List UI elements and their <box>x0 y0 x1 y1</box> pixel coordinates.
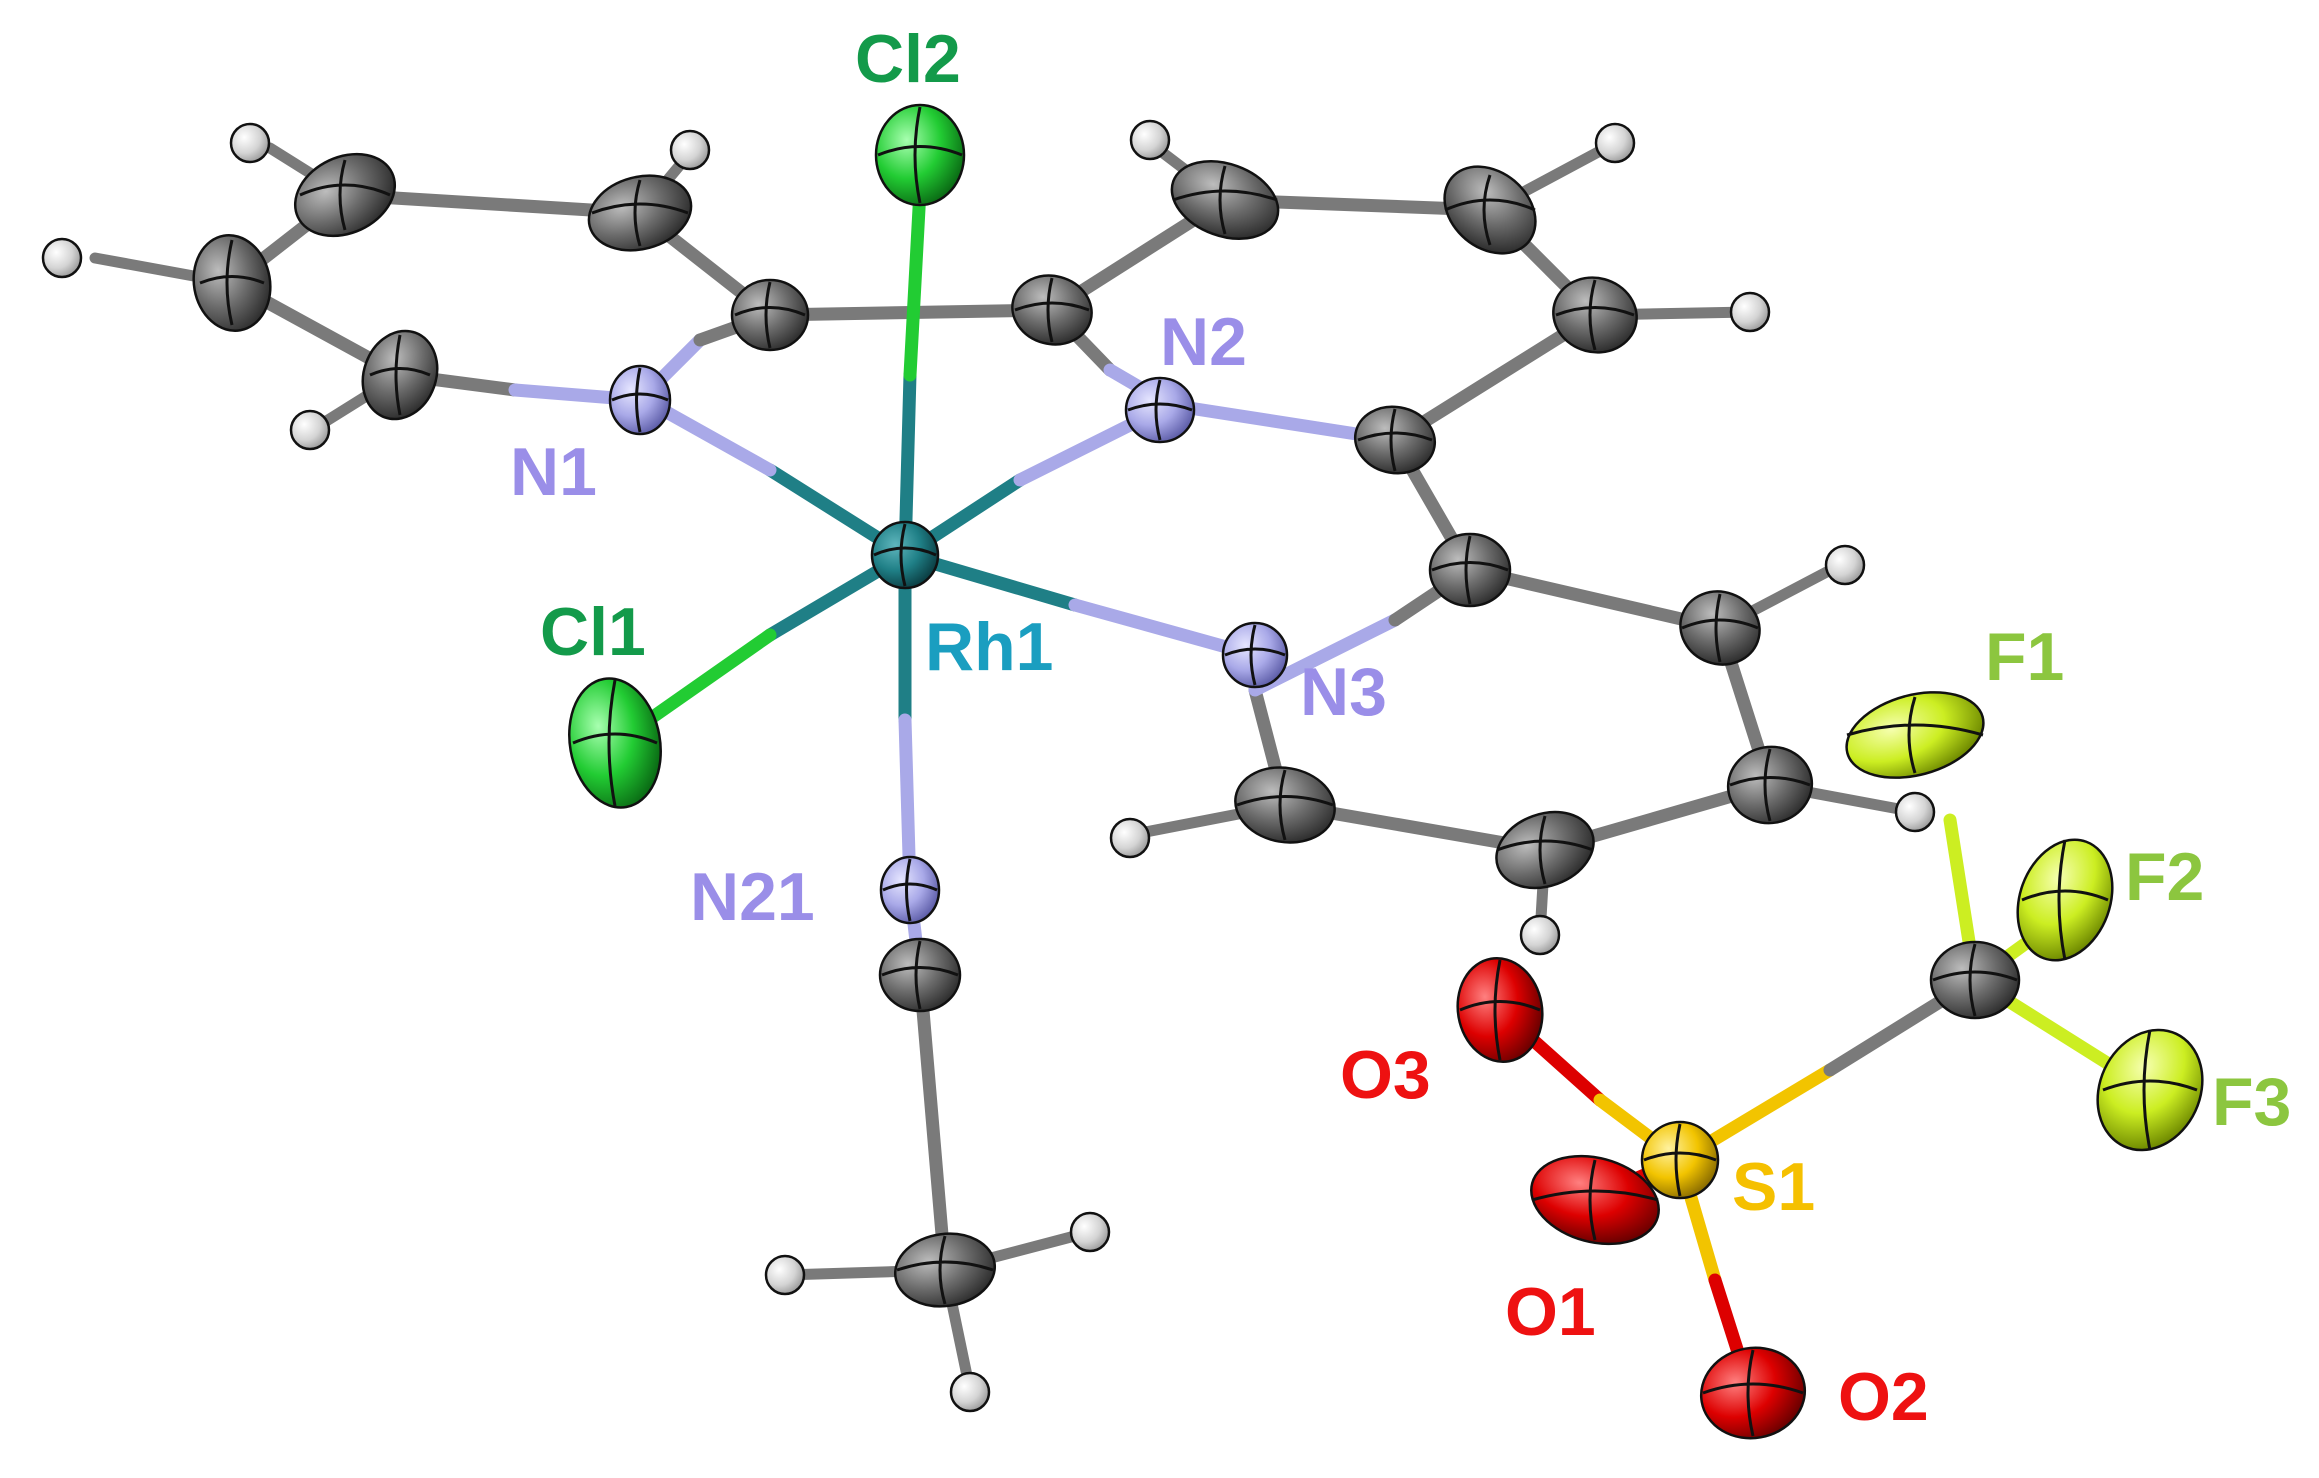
bond <box>1463 563 1727 635</box>
atom-hydrogen <box>949 1371 991 1413</box>
label-n2: N2 <box>1160 304 1247 380</box>
atom-hydrogen <box>289 409 331 451</box>
atom-labels: Cl2 N1 N2 Cl1 Rh1 N3 N21 F1 F2 F3 O3 S1 … <box>510 21 2291 1435</box>
atom-carbon <box>1353 405 1437 475</box>
atom-oxygen <box>1699 1346 1807 1440</box>
label-s1: S1 <box>1732 1149 1815 1225</box>
atom-carbon <box>1428 532 1512 608</box>
label-rh1: Rh1 <box>925 609 1053 685</box>
atom-nitrogen <box>879 855 941 925</box>
atom-hydrogen <box>1894 791 1936 833</box>
atom-carbon <box>1679 590 1761 666</box>
atom-carbon <box>293 152 397 238</box>
label-f1: F1 <box>1985 619 2064 695</box>
label-n3: N3 <box>1300 654 1387 730</box>
atom-nitrogen <box>1124 376 1196 444</box>
atom-rhodium <box>870 520 940 590</box>
label-o1: O1 <box>1505 1274 1596 1350</box>
atom-carbon <box>1234 766 1336 844</box>
atom-oxygen <box>1456 957 1544 1063</box>
atom-carbon <box>878 937 962 1013</box>
label-n1: N1 <box>510 434 597 510</box>
label-n21: N21 <box>690 859 815 935</box>
label-o3: O3 <box>1340 1037 1431 1113</box>
atom-hydrogen <box>1109 817 1151 859</box>
atom-hydrogen <box>764 1254 806 1296</box>
label-f2: F2 <box>2125 839 2204 915</box>
atom-fluorine <box>2016 838 2114 962</box>
bond <box>903 183 927 382</box>
label-f3: F3 <box>2212 1064 2291 1140</box>
atom-carbon <box>893 1232 997 1308</box>
atom-nitrogen <box>1221 621 1289 689</box>
ellipsoid-axes <box>199 106 2198 1437</box>
atom-carbon <box>1495 810 1595 890</box>
atom-carbon <box>1011 274 1093 346</box>
atom-chlorine <box>568 677 662 809</box>
label-cl2: Cl2 <box>855 21 961 97</box>
atom-carbon <box>361 329 439 421</box>
atom-hydrogen <box>41 237 83 279</box>
label-cl1: Cl1 <box>540 594 646 670</box>
atom-carbon <box>730 278 810 352</box>
atom-oxygen <box>1530 1154 1660 1246</box>
atom-carbon <box>1552 276 1638 354</box>
label-o2: O2 <box>1838 1359 1929 1435</box>
atom-hydrogen <box>1824 544 1866 586</box>
atom-carbon <box>1929 940 2021 1020</box>
atom-layer <box>41 103 2204 1440</box>
atom-carbon <box>587 174 693 252</box>
atom-hydrogen <box>669 129 711 171</box>
bond <box>913 968 952 1277</box>
atom-fluorine <box>2096 1028 2204 1152</box>
atom-hydrogen <box>1069 1211 1111 1253</box>
atom-chlorine <box>874 103 966 207</box>
atom-carbon <box>192 234 272 332</box>
atom-hydrogen <box>1519 914 1561 956</box>
atom-fluorine <box>1845 691 1985 779</box>
atom-carbon <box>1443 165 1537 255</box>
atom-carbon <box>1170 160 1280 240</box>
atom-nitrogen <box>608 364 672 436</box>
atom-hydrogen <box>1594 122 1636 164</box>
atom-sulfur <box>1640 1120 1720 1200</box>
atom-hydrogen <box>1729 291 1771 333</box>
atom-hydrogen <box>229 122 271 164</box>
atom-hydrogen <box>1129 119 1171 161</box>
atom-carbon <box>1726 745 1814 825</box>
